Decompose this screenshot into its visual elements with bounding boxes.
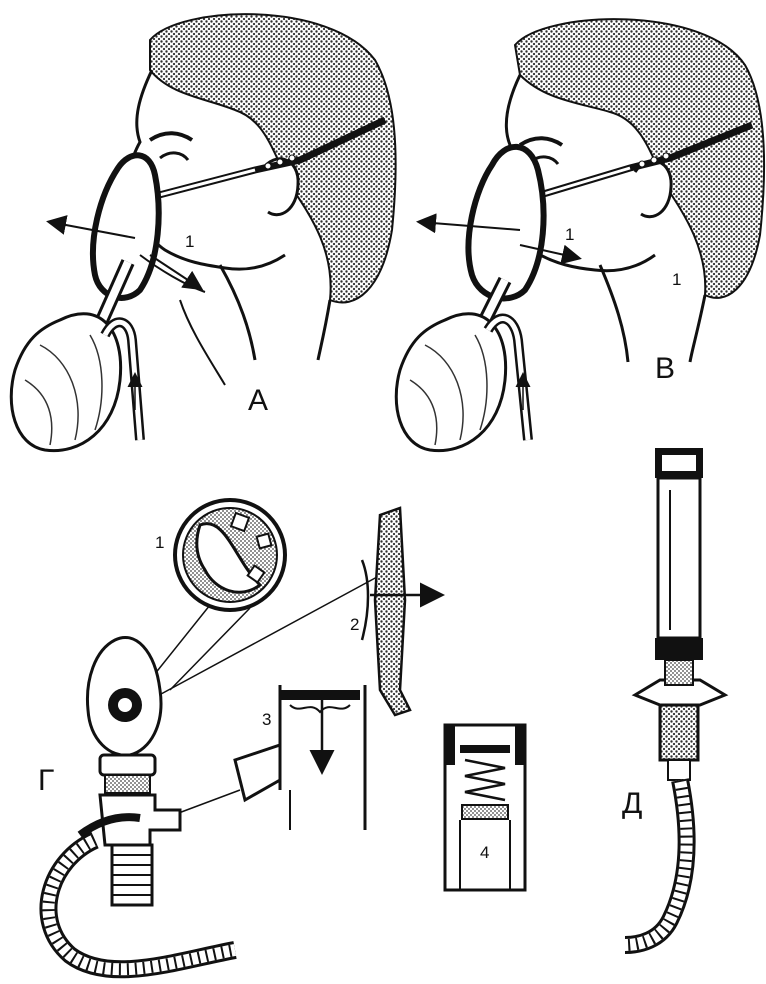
neck-line bbox=[600, 265, 628, 362]
eye bbox=[160, 153, 188, 160]
label-b: В bbox=[655, 352, 675, 385]
figure-b-digit-1: 1 bbox=[565, 225, 574, 244]
callout-1: 1 bbox=[155, 533, 164, 552]
detail-4-spring-valve: 4 bbox=[445, 725, 525, 890]
neck-line bbox=[220, 265, 255, 360]
figure-b-digit-1b: 1 bbox=[672, 270, 681, 289]
airflow-arrow-in bbox=[150, 255, 200, 288]
detail-3-valve-housing: 3 bbox=[235, 685, 365, 830]
label-g: Г bbox=[38, 764, 54, 797]
callout-4: 4 bbox=[480, 843, 489, 862]
cylinder-tube bbox=[658, 478, 700, 638]
figure-a-head-with-mask: 1 А bbox=[11, 14, 395, 450]
eyebrow bbox=[150, 133, 192, 140]
callout-2: 2 bbox=[350, 615, 359, 634]
figure-b-head-with-mask: 1 1 В bbox=[396, 19, 764, 450]
neck-back bbox=[318, 300, 330, 360]
eyebrow bbox=[520, 138, 562, 145]
ear bbox=[635, 161, 671, 217]
collar bbox=[180, 300, 225, 385]
detail-2-valve-section: 2 bbox=[350, 508, 440, 715]
figure-d-regulator: Д bbox=[622, 448, 725, 945]
coupling bbox=[660, 705, 698, 760]
figure-a-digit-1: 1 bbox=[185, 232, 194, 251]
label-a: А bbox=[248, 384, 268, 417]
callout-3: 3 bbox=[262, 710, 271, 729]
figure-g-mask-assembly: 1 Г bbox=[38, 500, 390, 969]
oxygen-mask bbox=[469, 147, 544, 299]
neck-back bbox=[690, 295, 705, 362]
label-d: Д bbox=[622, 787, 642, 820]
